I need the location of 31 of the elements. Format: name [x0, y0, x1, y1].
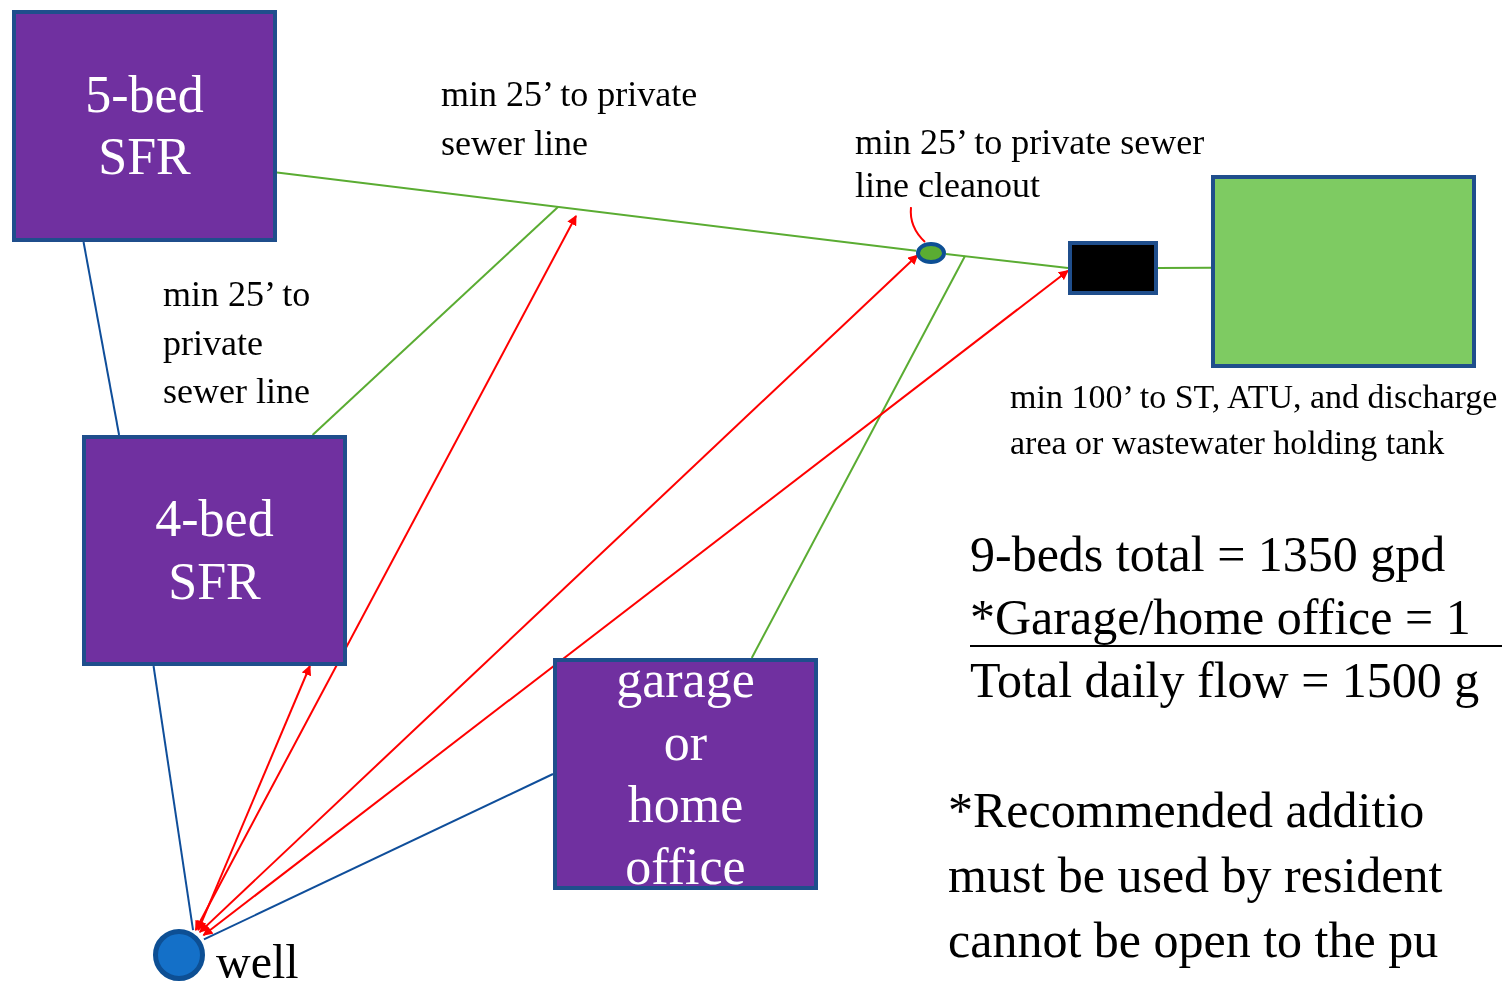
distance-arrow — [194, 215, 577, 932]
distance-note: min 100’ to ST, ATU, and discharge area or wastewater holding tank — [1010, 377, 1499, 463]
flow-text: 9-beds total = 1350 gpd — [970, 527, 1446, 582]
pipe-line — [750, 255, 966, 659]
pipe-line — [276, 171, 917, 252]
garage-box: garage or home office — [553, 658, 818, 890]
pipe-line — [82, 241, 121, 436]
distance-note: min 25’ to private sewer line — [441, 73, 699, 165]
discharge-area-box — [1211, 175, 1476, 368]
distance-arrow — [197, 665, 311, 932]
pipe-line — [152, 665, 195, 932]
distance-arrow — [202, 269, 1069, 937]
pipe-line — [1157, 266, 1212, 269]
distance-arrow — [198, 254, 919, 934]
house-box: 4-bed SFR — [82, 435, 347, 666]
leader-line — [909, 206, 926, 243]
note-text: cannot be open to the pu — [948, 913, 1439, 968]
pipe-line — [945, 253, 1069, 269]
pipe-line — [202, 773, 554, 941]
flow-text: Total daily flow = 1500 g — [970, 653, 1480, 708]
well-circle — [153, 929, 205, 981]
flow-text: *Garage/home office = 1 — [970, 590, 1502, 647]
distance-note: min 25’ to private sewer line — [163, 273, 312, 414]
note-text: *Recommended additio — [948, 783, 1425, 838]
note-text: must be used by resident — [948, 848, 1443, 903]
well-label: well — [216, 938, 299, 986]
pipe-line — [311, 206, 559, 436]
callout-text: min 25’ to private sewer line cleanout — [855, 116, 1255, 212]
house-box: 5-bed SFR — [12, 10, 277, 242]
cleanout-marker — [916, 242, 946, 264]
tank-box — [1068, 241, 1158, 295]
